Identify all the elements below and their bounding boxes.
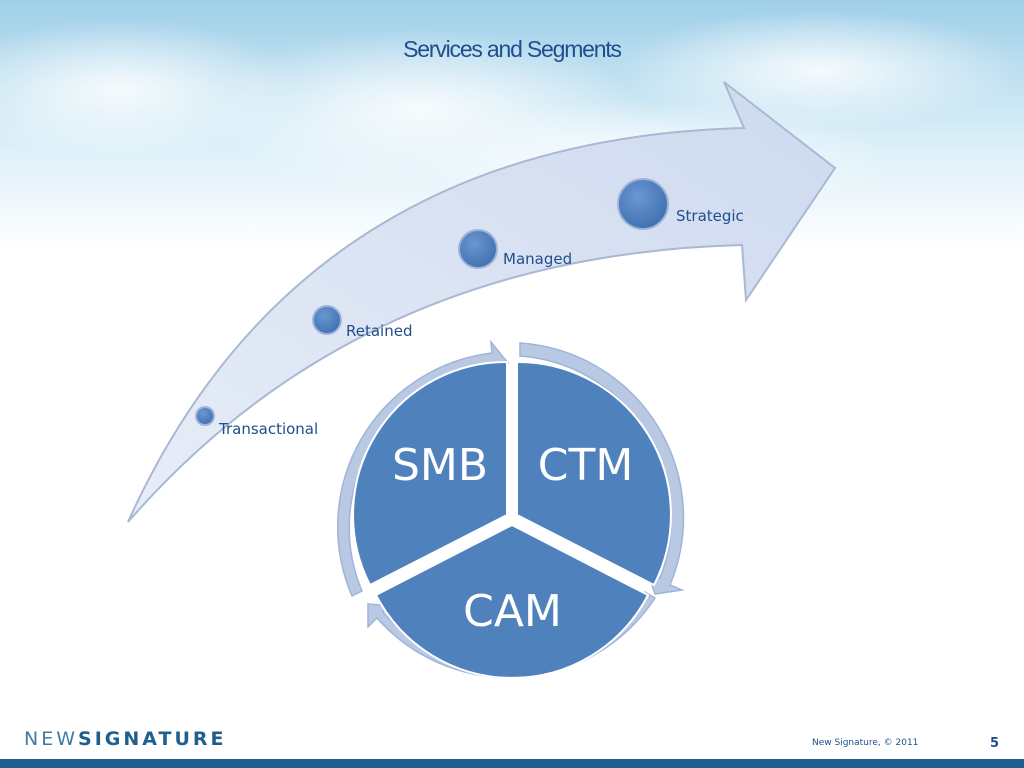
stage-label-retained: Retained (346, 322, 413, 340)
segment-ctm (516, 360, 672, 587)
stage-label-managed: Managed (503, 250, 573, 268)
logo-text-signature: SIGNATURE (78, 728, 227, 750)
slide-title: Services and Segments (403, 36, 622, 62)
stage-node-transactional (195, 406, 215, 426)
company-logo: NEWSIGNATURE (24, 728, 227, 750)
stage-node-strategic (617, 178, 669, 230)
segment-label-smb: SMB (391, 440, 489, 491)
segment-label-ctm: CTM (537, 440, 634, 491)
stage-label-transactional: Transactional (219, 420, 319, 438)
stage-node-retained (312, 305, 342, 335)
footer-bar (0, 759, 1024, 768)
cloud (620, 10, 1020, 130)
segment-cam (374, 523, 650, 679)
stage-label-strategic: Strategic (676, 207, 744, 225)
copyright-text: New Signature, © 2011 (812, 738, 919, 748)
segment-label-cam: CAM (463, 586, 562, 637)
logo-text-new: NEW (24, 728, 79, 750)
segment-smb (352, 360, 508, 587)
page-number: 5 (990, 736, 1000, 751)
stage-node-managed (458, 229, 498, 269)
